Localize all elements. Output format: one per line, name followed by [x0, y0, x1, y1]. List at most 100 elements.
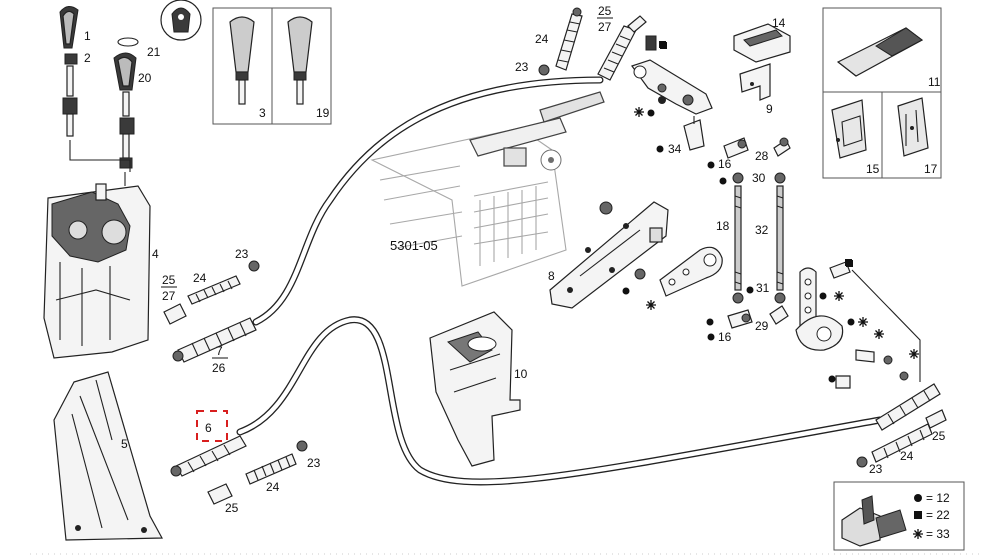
cable-end-6 — [170, 435, 247, 477]
nut-31-left — [732, 292, 744, 304]
label-34: 34 — [668, 142, 682, 156]
label-25-lower: 25 — [225, 501, 239, 515]
nut-23-lower — [296, 440, 308, 452]
shift-tower-4 — [43, 183, 151, 359]
box-3-19 — [212, 7, 332, 125]
label-24-right: 24 — [900, 449, 914, 463]
inset-boot-21 — [117, 0, 202, 47]
label-19: 19 — [316, 106, 330, 120]
box-11 — [822, 7, 942, 93]
legend-square-icon — [914, 511, 922, 519]
cable-upper — [252, 76, 604, 326]
label-31: 31 — [756, 281, 770, 295]
part-labels: 1 2 3 4 5 6 8 9 10 11 14 15 16 16 17 18 … — [84, 4, 946, 515]
label-16-bottom: 16 — [718, 330, 732, 344]
label-24-left: 24 — [193, 271, 207, 285]
label-15: 15 — [866, 162, 880, 176]
plate-8 — [549, 201, 669, 309]
shift-rod-right — [119, 91, 135, 169]
label-1: 1 — [84, 29, 91, 43]
ball-joint-28 — [773, 137, 791, 157]
symbol-markers — [622, 41, 855, 383]
nut-2 — [64, 53, 78, 65]
rod-32 — [776, 185, 784, 291]
label-11: 11 — [928, 75, 941, 89]
nut-30-left — [732, 172, 744, 184]
rod-18 — [734, 185, 742, 291]
label-18: 18 — [716, 219, 730, 233]
label-21: 21 — [147, 45, 161, 59]
clip-14 — [733, 23, 791, 63]
boot-24-upper-left — [187, 275, 241, 305]
label-32: 32 — [755, 223, 769, 237]
boot-24-top — [555, 7, 583, 71]
bracket-34 — [683, 119, 705, 151]
ball-joint-16-bottom — [727, 309, 753, 329]
bushing-plate8 — [649, 227, 663, 243]
label-29: 29 — [755, 319, 769, 333]
label-6: 6 — [205, 421, 212, 435]
ball-joint-29 — [769, 305, 789, 325]
label-25-frac-left: 25 — [162, 273, 176, 287]
bracket-9 — [739, 63, 771, 101]
nut-plate8 — [634, 268, 646, 280]
nut-30-right — [774, 172, 786, 184]
label-30: 30 — [752, 171, 766, 185]
end-25-right — [925, 409, 947, 429]
legend-dot-icon — [914, 494, 922, 502]
cable-lower — [236, 316, 884, 486]
label-23-top: 23 — [515, 60, 529, 74]
boot-24-right — [856, 423, 933, 468]
end-25-27-top — [597, 15, 647, 81]
boot-24-lower — [245, 453, 297, 485]
cable-end-right — [875, 383, 941, 431]
label-23-right: 23 — [869, 462, 883, 476]
label-5: 5 — [121, 437, 128, 451]
label-14: 14 — [772, 16, 786, 30]
label-23-left: 23 — [235, 247, 249, 261]
label-group-5301-05: 5301-05 — [390, 238, 438, 253]
bolt-top-plate8 — [599, 201, 613, 215]
label-24-lower: 24 — [266, 480, 280, 494]
leader-right-bolt — [851, 269, 921, 382]
label-16-top: 16 — [718, 157, 732, 171]
label-3: 3 — [259, 106, 266, 120]
label-10: 10 — [514, 367, 528, 381]
lever-disc — [795, 315, 844, 351]
gear-knob-1 — [59, 6, 79, 49]
legend-star-text: = 33 — [926, 527, 950, 541]
label-26-frac: 26 — [212, 361, 226, 375]
label-17: 17 — [924, 162, 938, 176]
leader-rods — [69, 140, 131, 172]
bolt-bottom-right — [835, 349, 909, 389]
legend-square-text: = 22 — [926, 508, 950, 522]
nut-23-top — [538, 64, 550, 76]
box-15 — [822, 91, 883, 179]
lever-arm — [659, 246, 723, 297]
label-9: 9 — [766, 102, 773, 116]
gear-knob-20 — [113, 52, 137, 91]
label-25-right: 25 — [932, 429, 946, 443]
support-bracket-5 — [53, 371, 163, 541]
legend-box: = 12 = 22 = 33 — [833, 481, 965, 551]
bracket-10 — [429, 311, 521, 467]
end-25-27-left — [163, 303, 187, 325]
fraction-bars — [161, 17, 613, 359]
shift-rod-left — [62, 65, 78, 137]
label-2: 2 — [84, 51, 91, 65]
highlight-box-6 — [196, 410, 228, 442]
label-27-frac-left: 27 — [162, 289, 176, 303]
legend-dot-text: = 12 — [926, 491, 950, 505]
label-24-top: 24 — [535, 32, 549, 46]
transmission-ghost — [370, 91, 605, 287]
ball-joint-16-top — [723, 137, 749, 159]
label-23-lower: 23 — [307, 456, 321, 470]
box-17 — [881, 91, 942, 179]
legend-star-icon — [913, 529, 923, 539]
label-20: 20 — [138, 71, 152, 85]
nut-23-left — [248, 260, 260, 272]
lever-plate-top — [631, 59, 713, 115]
label-27-frac-top: 27 — [598, 20, 612, 34]
label-8: 8 — [548, 269, 555, 283]
star-markers — [634, 107, 919, 359]
